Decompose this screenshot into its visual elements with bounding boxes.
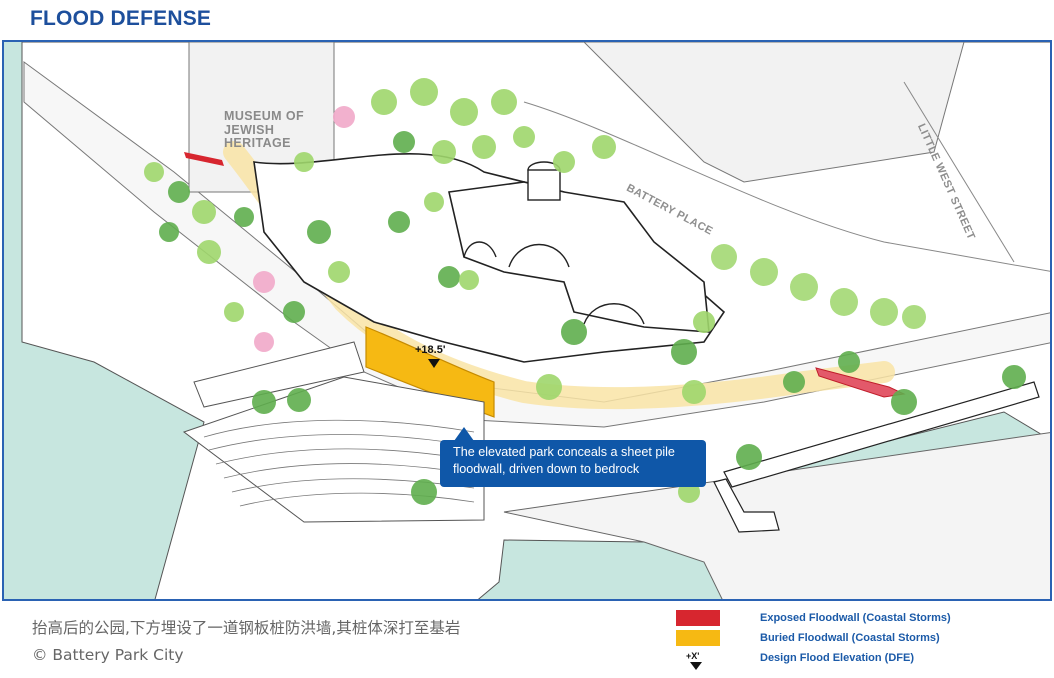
tree [592,135,616,159]
dfe-marker-label: +18.5' [415,344,446,356]
tree [410,78,438,106]
dfe-symbol-icon: +X' [686,651,710,670]
tree [830,288,858,316]
tree [144,162,164,182]
tree [234,207,254,227]
tree [294,152,314,172]
tree [371,89,397,115]
photo-credit: © Battery Park City [32,646,184,664]
tree [411,479,437,505]
tree [254,332,274,352]
callout-pointer [454,427,474,441]
tree [561,319,587,345]
tree [333,106,355,128]
tree [253,271,275,293]
tree [1002,365,1026,389]
legend-item-exposed-floodwall: Exposed Floodwall (Coastal Storms) [676,610,1046,626]
tree [287,388,311,412]
site-plan-drawing [4,42,1050,599]
tree [750,258,778,286]
tree [902,305,926,329]
caption-chinese: 抬高后的公园,下方埋设了一道钢板桩防洪墙,其桩体深打至基岩 [32,619,461,637]
floodwall-callout: The elevated park conceals a sheet pile … [440,440,706,487]
dfe-marker-icon [428,359,440,368]
tree [197,240,221,264]
tree [838,351,860,373]
tree [736,444,762,470]
dfe-triangle-icon [690,662,702,670]
site-plan-diagram: MUSEUM OF JEWISH HERITAGE BATTERY PLACE … [2,40,1052,601]
exposed-floodwall-west [184,152,224,166]
legend-item-dfe: +X' Design Flood Elevation (DFE) [676,650,1046,672]
tree [424,192,444,212]
tree [388,211,410,233]
legend-swatch-red [676,610,720,626]
dfe-symbol-text: +X' [686,651,700,661]
tree [168,181,190,203]
pier-walkway [193,341,365,408]
tree-canopy-group [144,78,1026,505]
museum-label: MUSEUM OF JEWISH HERITAGE [224,109,304,150]
street-edge-2 [903,81,1015,263]
tree [192,200,216,224]
tree [536,374,562,400]
east-land [503,432,1050,599]
tree [491,89,517,115]
tree [783,371,805,393]
tree [159,222,179,242]
east-dock-ramp [713,478,780,533]
tree [438,266,460,288]
tree [459,270,479,290]
tree [432,140,456,164]
tree [693,311,715,333]
tree [891,389,917,415]
tree [393,131,415,153]
tree [307,220,331,244]
pavilion-arch-1 [508,243,570,268]
tree [711,244,737,270]
legend-item-buried-floodwall: Buried Floodwall (Coastal Storms) [676,630,1046,646]
tree [283,301,305,323]
building-tower [583,42,965,183]
tree [553,151,575,173]
tree [450,98,478,126]
buried-floodwall-section [365,326,495,418]
tree [472,135,496,159]
legend-swatch-yellow [676,630,720,646]
tree [252,390,276,414]
pavilion-building [448,181,710,333]
legend: Exposed Floodwall (Coastal Storms) Burie… [676,610,1046,678]
east-dock [723,381,1040,488]
tree [513,126,535,148]
tree [682,380,706,404]
tree [224,302,244,322]
tree [790,273,818,301]
tree [671,339,697,365]
tree [870,298,898,326]
tree [328,261,350,283]
page-title: FLOOD DEFENSE [30,7,212,30]
pavilion-arch-3 [463,241,497,258]
pavilion-arch-2 [583,303,645,325]
legend-label: Design Flood Elevation (DFE) [760,652,915,664]
street-edge [523,101,1050,272]
legend-label: Exposed Floodwall (Coastal Storms) [760,612,951,624]
legend-label: Buried Floodwall (Coastal Storms) [760,632,940,644]
